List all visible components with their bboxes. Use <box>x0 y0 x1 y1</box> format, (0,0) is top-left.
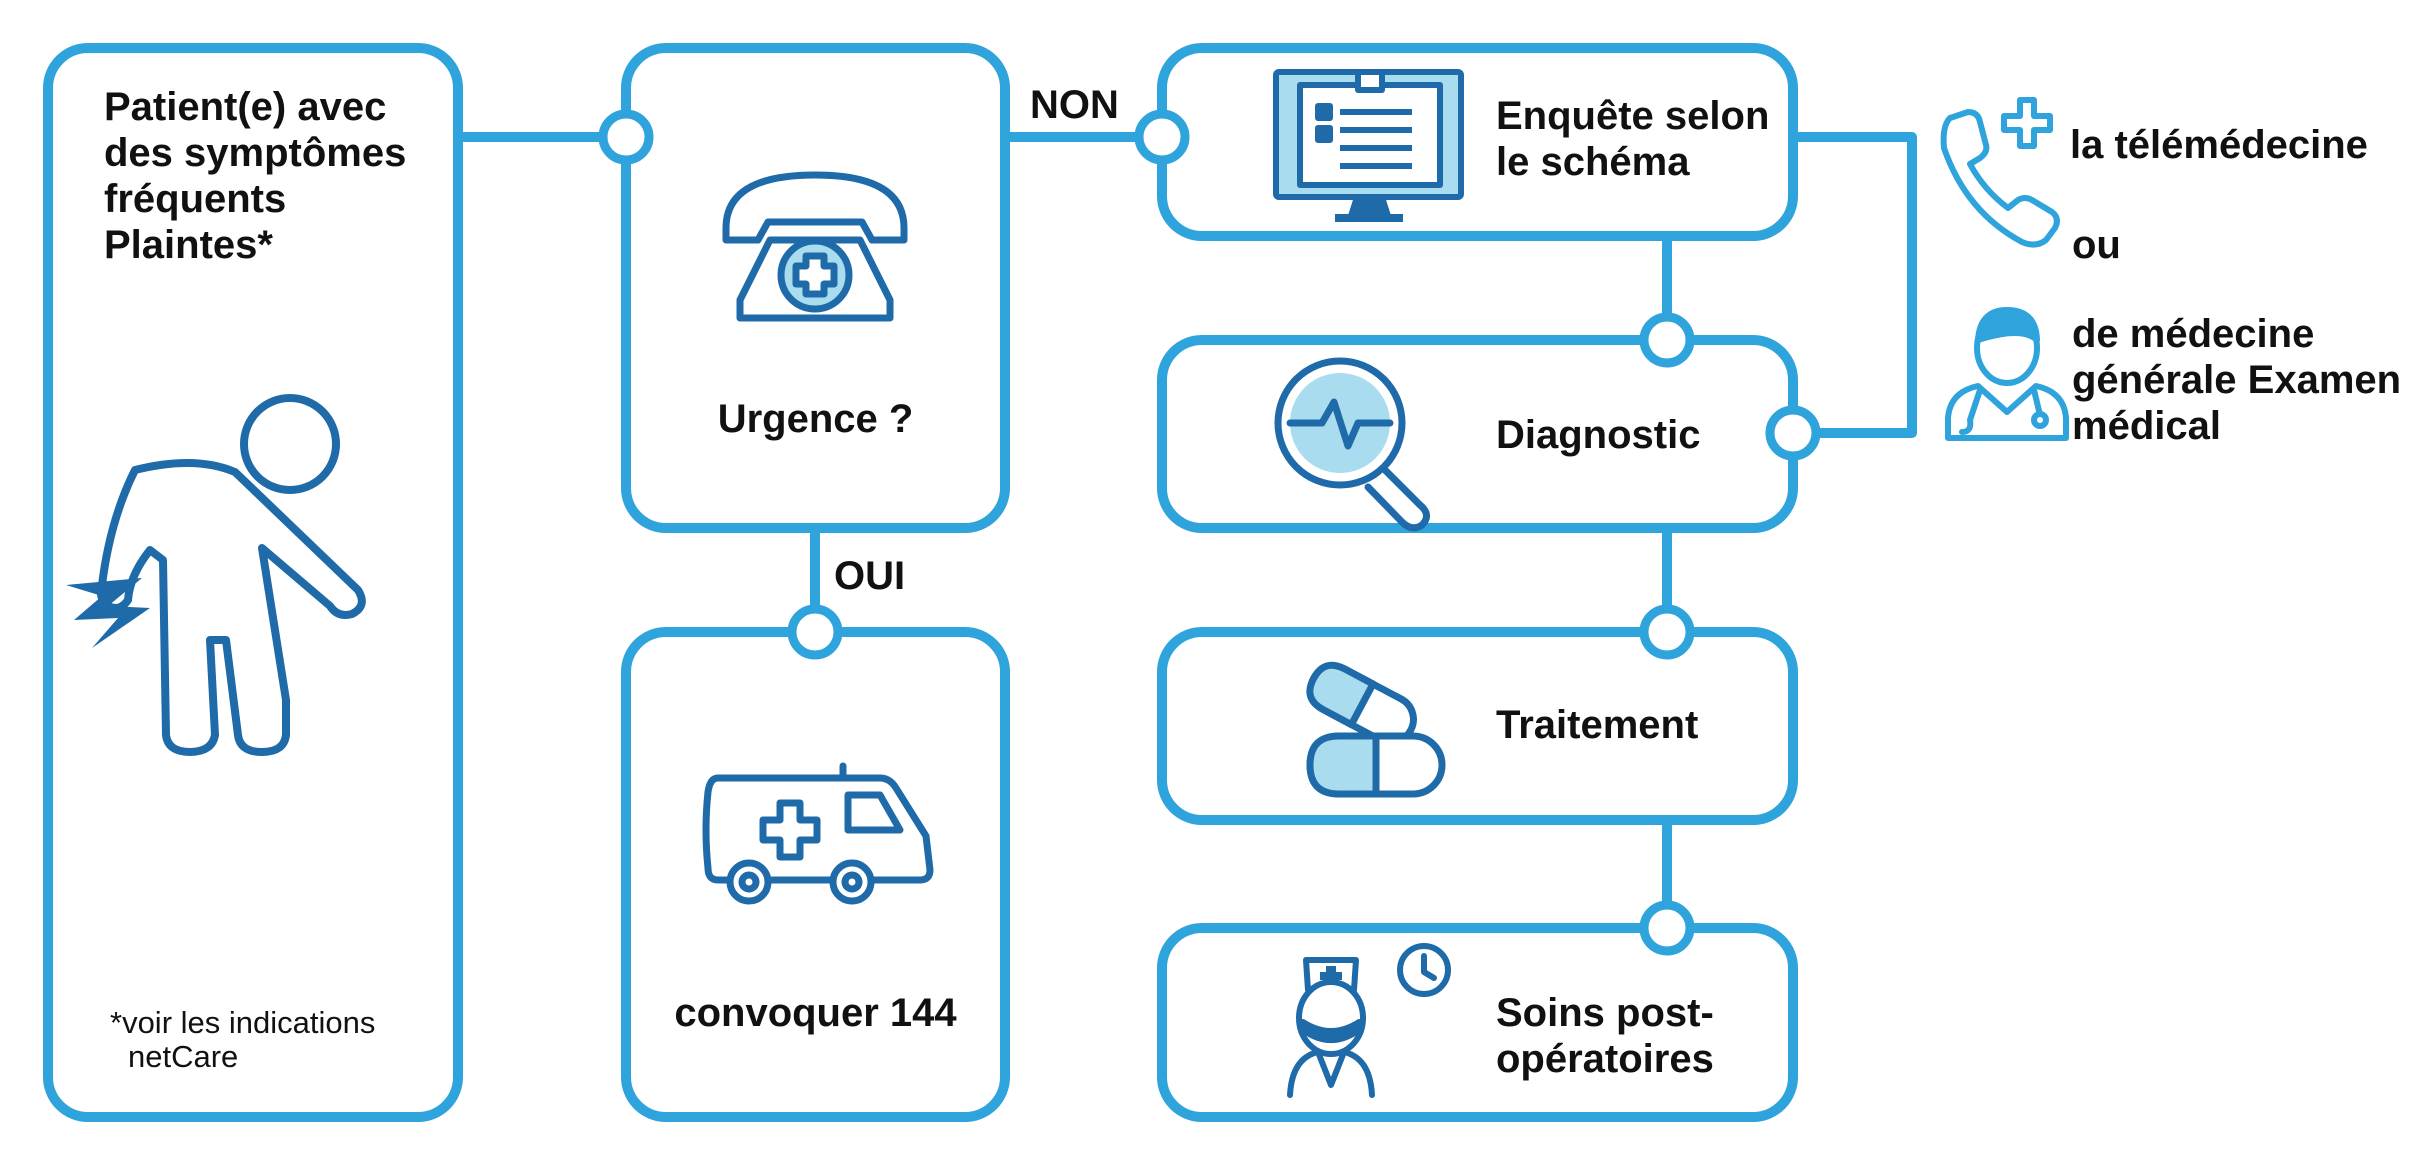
connector-node <box>787 604 843 660</box>
doctor-stethoscope-icon <box>1945 307 2069 441</box>
traitement-box <box>1157 627 1798 825</box>
connector-node <box>1134 109 1190 165</box>
enquete-title: Enquête selon le schéma <box>1496 93 1769 185</box>
connector-enquete-options-diagnostic <box>1788 132 1917 438</box>
medical-telephone-icon <box>722 171 908 322</box>
patient-line: des symptômes <box>104 131 407 175</box>
telemedecine-label: la télémédecine <box>2070 123 2368 167</box>
patient-title: Patient(e) avec des symptômes fréquents … <box>104 84 406 268</box>
footnote-line: *voir les indications <box>110 1005 376 1040</box>
person-back-pain-icon <box>66 394 366 756</box>
phone-plus-icon <box>1940 97 2060 248</box>
nurse-clock-icon <box>1287 943 1451 1098</box>
traitement-label: Traitement <box>1496 703 1699 747</box>
soins-line: opératoires <box>1496 1037 1714 1081</box>
monitor-clipboard-icon <box>1273 69 1464 222</box>
patient-line: fréquents <box>104 177 287 221</box>
convoquer-label: convoquer 144 <box>674 991 957 1035</box>
pills-icon <box>1306 661 1446 798</box>
connector-node <box>1639 900 1695 956</box>
non-label: NON <box>1030 83 1119 127</box>
patient-footnote: *voir les indications netCare <box>110 1006 375 1074</box>
connector-node <box>1639 312 1695 368</box>
medecine-line: médical <box>2072 404 2221 448</box>
or-label: ou <box>2072 223 2121 267</box>
connector-node <box>1765 405 1821 461</box>
medecine-line: de médecine <box>2072 312 2315 356</box>
enquete-line: Enquête selon <box>1496 94 1770 138</box>
magnifier-pulse-icon <box>1274 357 1430 532</box>
patient-line: Patient(e) avec <box>104 85 387 129</box>
soins-line: Soins post- <box>1496 991 1714 1035</box>
urgence-label: Urgence ? <box>717 397 914 441</box>
soins-box <box>1157 923 1798 1122</box>
connector-node <box>598 109 654 165</box>
medecine-line: générale Examen <box>2072 358 2402 402</box>
enquete-line: le schéma <box>1496 140 1690 184</box>
patient-line: Plaintes* <box>104 223 273 267</box>
footnote-line: netCare <box>128 1039 239 1074</box>
oui-label: OUI <box>834 554 906 598</box>
medecine-title: de médecine générale Examen médical <box>2072 311 2401 449</box>
diagnostic-label: Diagnostic <box>1496 413 1701 457</box>
patient-box <box>43 43 463 1122</box>
soins-title: Soins post- opératoires <box>1496 990 1714 1082</box>
ambulance-icon <box>702 762 934 905</box>
urgence-box <box>621 43 1010 533</box>
connector-node <box>1639 604 1695 660</box>
